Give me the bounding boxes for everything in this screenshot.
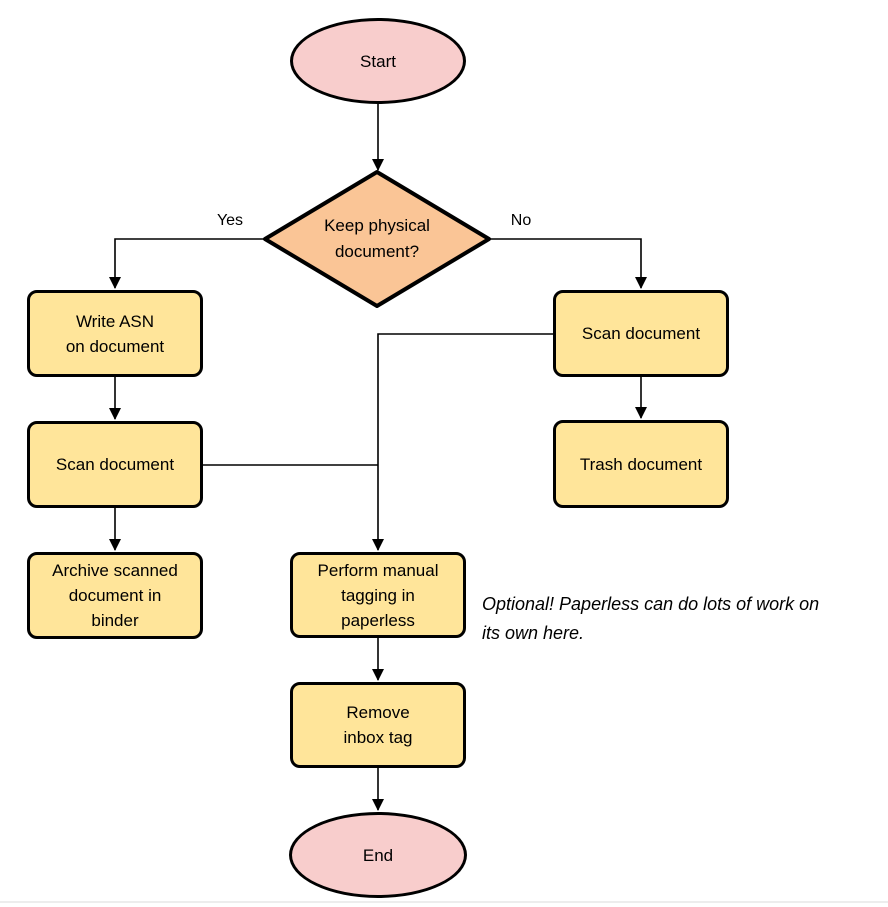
edge-scan-right-to-tagging bbox=[372, 333, 553, 551]
optional-note: Optional! Paperless can do lots of work … bbox=[482, 594, 820, 643]
node-remove-inbox-tag-label: Remove inbox tag bbox=[343, 703, 413, 747]
node-trash-document: Trash document bbox=[553, 420, 729, 508]
node-scan-document-left-label: Scan document bbox=[55, 455, 175, 474]
node-manual-tagging-label: Perform manual tagging in paperless bbox=[317, 560, 439, 630]
edge-decision-yes-to-write-asn bbox=[109, 238, 265, 289]
node-start-label: Start bbox=[360, 51, 396, 71]
node-scan-document-right-label: Scan document bbox=[581, 324, 701, 343]
edge-decision-no-to-scan-right bbox=[489, 238, 647, 289]
node-archive-scanned-label: Archive scanned document in binder bbox=[52, 561, 178, 630]
node-manual-tagging: Perform manual tagging in paperless bbox=[290, 552, 466, 638]
node-decision-label: Keep physical document? bbox=[324, 216, 430, 261]
node-end: End bbox=[289, 812, 467, 898]
canvas-bottom-edge bbox=[0, 901, 888, 903]
node-scan-document-left: Scan document bbox=[27, 421, 203, 508]
node-remove-inbox-tag: Remove inbox tag bbox=[290, 682, 466, 768]
edge-label-yes: Yes bbox=[216, 212, 244, 229]
node-start: Start bbox=[290, 18, 466, 104]
node-write-asn-label: Write ASN on document bbox=[65, 311, 165, 356]
node-archive-scanned: Archive scanned document in binder bbox=[27, 552, 203, 639]
decision-diamond-shape bbox=[263, 170, 491, 308]
node-scan-document-right: Scan document bbox=[553, 290, 729, 377]
edge-label-no: No bbox=[510, 212, 532, 229]
node-write-asn: Write ASN on document bbox=[27, 290, 203, 377]
node-trash-document-label: Trash document bbox=[579, 454, 703, 474]
node-end-label: End bbox=[362, 845, 394, 865]
